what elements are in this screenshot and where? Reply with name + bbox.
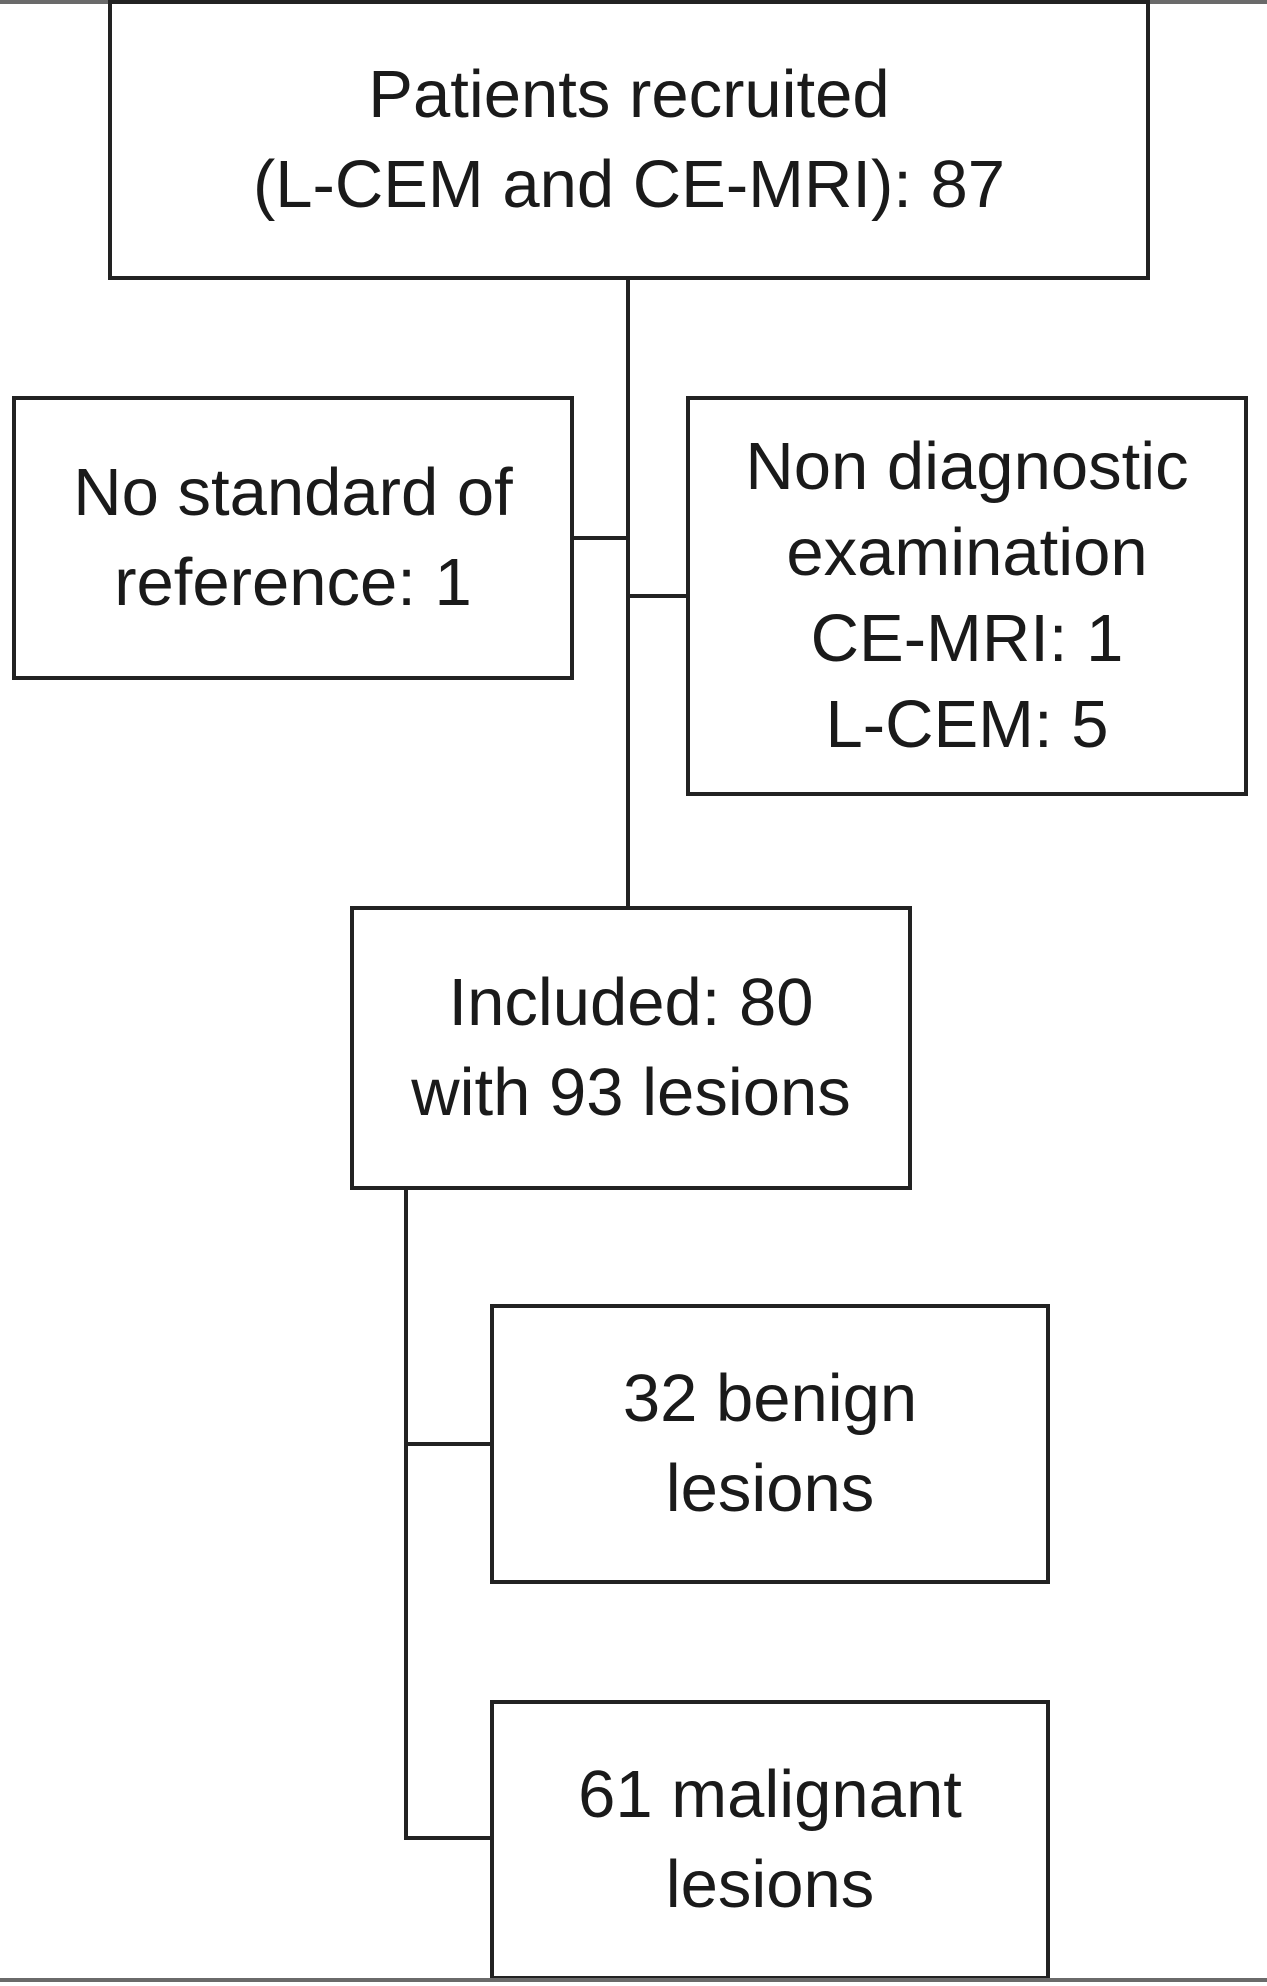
non-diagnostic-label-2: examination — [786, 515, 1148, 590]
non-diagnostic-box: Non diagnostic examination CE-MRI: 1 L-C… — [686, 396, 1248, 796]
included-lesions: with 93 lesions — [411, 1055, 851, 1130]
benign-lesions-box: 32 benign lesions — [490, 1304, 1050, 1584]
no-standard-reference-box: No standard of reference: 1 — [12, 396, 574, 680]
included-count: Included: 80 — [448, 965, 814, 1040]
connector-to-benign — [404, 1442, 490, 1446]
bottom-border-rule — [0, 1978, 1267, 1982]
connector-to-malignant — [404, 1836, 490, 1840]
non-diagnostic-cemri: CE-MRI: 1 — [810, 601, 1124, 676]
patients-recruited-box: Patients recruited (L-CEM and CE-MRI): 8… — [108, 0, 1150, 280]
no-standard-count: reference: 1 — [114, 545, 472, 620]
patients-recruited-label: Patients recruited — [368, 57, 890, 132]
connector-to-non-diagnostic — [628, 594, 686, 598]
patients-recruited-count: (L-CEM and CE-MRI): 87 — [252, 147, 1006, 222]
malignant-lesions-box: 61 malignant lesions — [490, 1700, 1050, 1980]
non-diagnostic-lcem: L-CEM: 5 — [825, 687, 1109, 762]
malignant-count: 61 malignant — [578, 1757, 962, 1832]
included-box: Included: 80 with 93 lesions — [350, 906, 912, 1190]
connector-to-no-standard — [574, 536, 628, 540]
benign-count: 32 benign — [622, 1361, 918, 1436]
malignant-label: lesions — [665, 1847, 875, 1922]
connector-lesions-vertical — [404, 1190, 408, 1840]
benign-label: lesions — [665, 1451, 875, 1526]
non-diagnostic-label: Non diagnostic — [745, 429, 1189, 504]
no-standard-label: No standard of — [73, 455, 513, 530]
connector-main-vertical — [626, 280, 630, 906]
